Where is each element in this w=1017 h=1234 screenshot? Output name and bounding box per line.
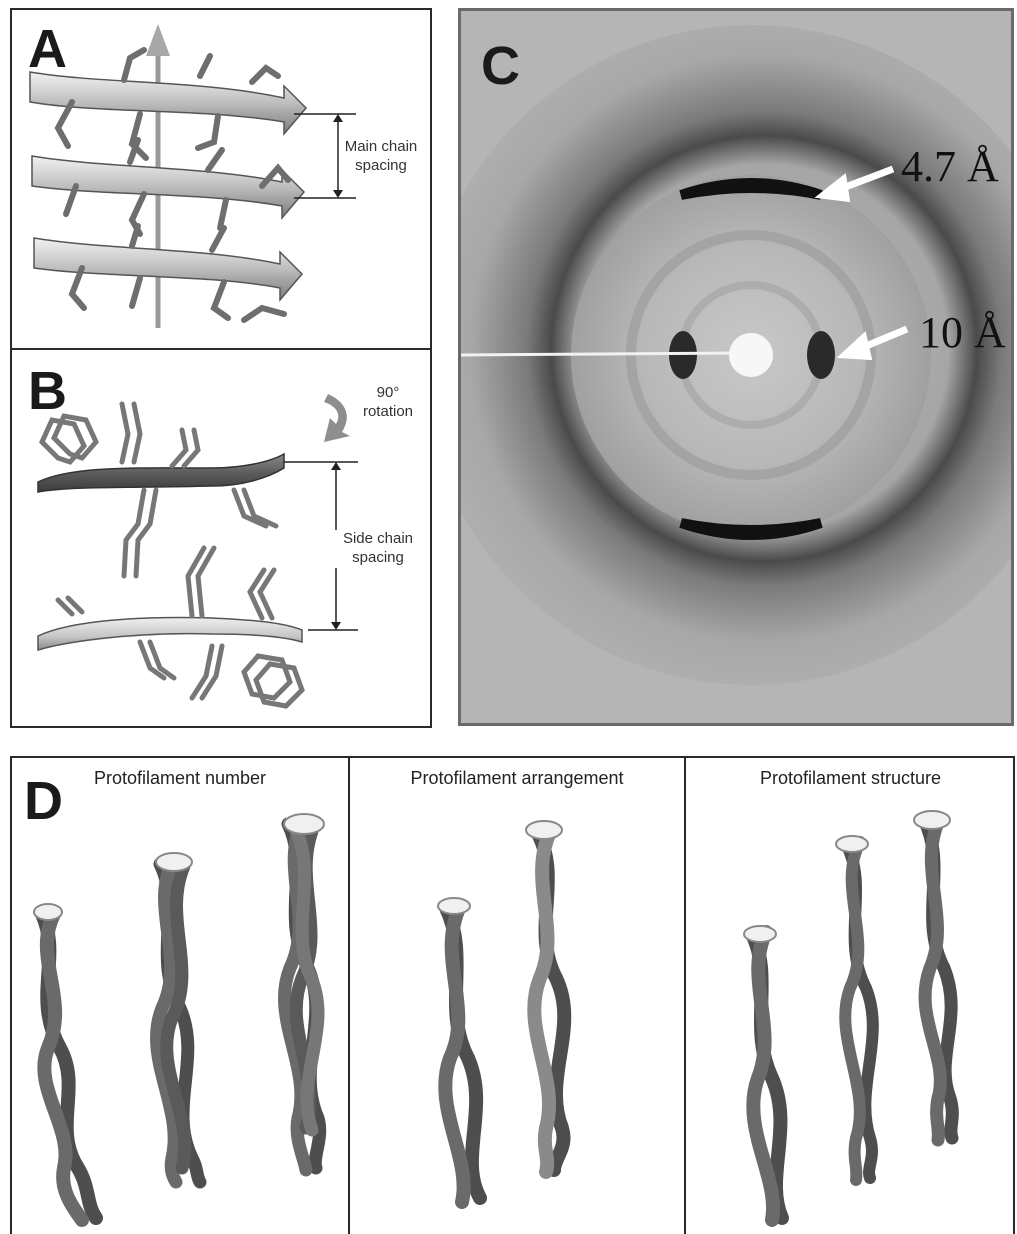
column-protofilament-arrangement: Protofilament arrangement — [350, 758, 684, 1234]
beta-sheet-stack-illustration — [12, 10, 432, 350]
fibrils-number — [12, 758, 348, 1234]
main-chain-spacing-line2: spacing — [338, 157, 424, 176]
rotation-arrow — [324, 394, 350, 442]
panel-d: D Protofilament number — [10, 756, 1015, 1234]
column-protofilament-structure: Protofilament structure — [686, 758, 1015, 1234]
fibrils-arrangement — [350, 758, 684, 1234]
xray-diffraction-pattern — [461, 11, 1014, 726]
fibril-structure-left — [744, 926, 782, 1220]
equatorial-reflection-left — [669, 331, 697, 379]
panel-b: B — [10, 348, 432, 728]
fibrils-structure — [686, 758, 1015, 1234]
panel-a: A — [10, 8, 432, 350]
beam-stop-arm — [461, 353, 743, 355]
side-chain-spacing-line1: Side chain — [334, 530, 422, 549]
fibril-arrangement-right — [526, 821, 564, 1172]
main-chain-spacing-label: Main chain spacing — [338, 138, 424, 176]
lower-beta-sheet — [38, 618, 302, 650]
rotation-label-line2: rotation — [356, 403, 420, 422]
fibril-two-protofilament — [34, 904, 96, 1220]
fibril-structure-middle — [836, 836, 873, 1180]
column-protofilament-number: Protofilament number — [12, 758, 348, 1234]
label-10-angstrom: 10 Å — [919, 307, 1006, 358]
side-chain-spacing-label: Side chain spacing — [334, 530, 422, 568]
fibril-four-protofilament — [284, 814, 324, 1170]
equatorial-reflection-right — [807, 331, 835, 379]
rotation-label-line1: 90° — [356, 384, 420, 403]
fibril-structure-right — [914, 811, 952, 1140]
label-4-7-angstrom: 4.7 Å — [901, 141, 999, 192]
side-chain-sticks-b — [42, 404, 302, 706]
fibril-axis-arrowhead — [146, 24, 170, 56]
panel-c: C 4.7 Å 10 Å — [458, 8, 1014, 726]
main-chain-spacing-line1: Main chain — [338, 138, 424, 157]
fibril-three-protofilament — [156, 853, 200, 1182]
fibril-arrangement-left — [438, 898, 480, 1202]
panel-c-letter: C — [481, 39, 520, 93]
beam-stop — [729, 333, 773, 377]
rotation-label: 90° rotation — [356, 384, 420, 422]
side-chain-spacing-line2: spacing — [334, 549, 422, 568]
